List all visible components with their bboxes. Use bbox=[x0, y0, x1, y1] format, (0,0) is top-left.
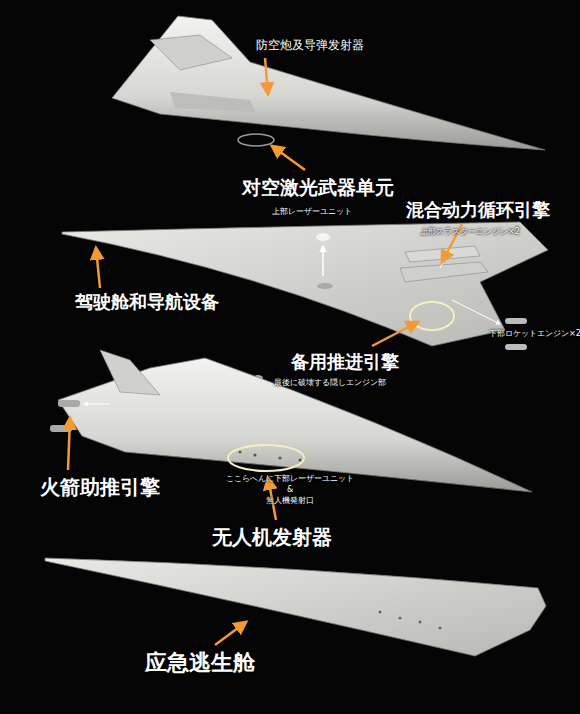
white-arrow bbox=[84, 404, 110, 405]
laser-unit bbox=[316, 233, 330, 241]
part-label: & bbox=[287, 486, 293, 495]
leader-arrow bbox=[265, 58, 268, 94]
part-label: 混合动力循环引擎 bbox=[406, 200, 550, 220]
rocket-engine bbox=[505, 344, 527, 350]
engine-pod bbox=[400, 262, 488, 282]
part-label: 最後に破壊する隠しエンジン部 bbox=[274, 379, 386, 388]
hull bbox=[45, 558, 546, 656]
part-label: ここらへんに下部レーザーユニット bbox=[226, 475, 354, 484]
craft-third bbox=[50, 350, 532, 492]
hull bbox=[62, 222, 548, 346]
part-label: 备用推进引擎 bbox=[291, 352, 399, 372]
hatches bbox=[239, 451, 302, 462]
craft-second bbox=[62, 222, 548, 381]
fin bbox=[100, 350, 160, 395]
leader-arrow bbox=[68, 418, 70, 470]
laser-ring bbox=[238, 134, 274, 146]
fin bbox=[150, 35, 232, 70]
part-label: 上部スラスターエンジン×2 bbox=[420, 228, 520, 237]
part-label: 对空激光武器单元 bbox=[242, 177, 394, 198]
leader-arrow bbox=[372, 322, 418, 346]
leader-arrows bbox=[68, 58, 462, 645]
part-label: 無人機発射口 bbox=[266, 497, 314, 506]
engine-pod bbox=[170, 92, 255, 112]
hull bbox=[112, 16, 545, 150]
craft-top bbox=[112, 16, 545, 150]
leader-arrow bbox=[215, 622, 246, 645]
craft-bottom bbox=[45, 558, 546, 656]
part-label: 无人机发射器 bbox=[212, 526, 332, 548]
rocket-engine bbox=[505, 318, 527, 324]
leader-arrow bbox=[96, 248, 100, 288]
highlight-ring bbox=[410, 302, 454, 330]
white-arrow bbox=[440, 250, 450, 268]
laser-mount bbox=[317, 283, 333, 289]
part-label: 上部レーザーユニット bbox=[272, 208, 352, 217]
part-label: 防空炮及导弹发射器 bbox=[256, 39, 364, 52]
part-label: 驾驶舱和导航设备 bbox=[75, 292, 219, 312]
hatches bbox=[379, 611, 442, 630]
part-label: 应急逃生舱 bbox=[145, 651, 255, 675]
part-label: 下部ロケットエンジン×2 bbox=[489, 330, 580, 339]
leader-arrow bbox=[272, 146, 305, 170]
white-arrow bbox=[452, 300, 500, 324]
highlight-ring bbox=[228, 445, 304, 471]
part-label: 火箭助推引擎 bbox=[40, 476, 160, 498]
white-arrow bbox=[322, 246, 324, 276]
rocket-engine bbox=[58, 400, 80, 407]
